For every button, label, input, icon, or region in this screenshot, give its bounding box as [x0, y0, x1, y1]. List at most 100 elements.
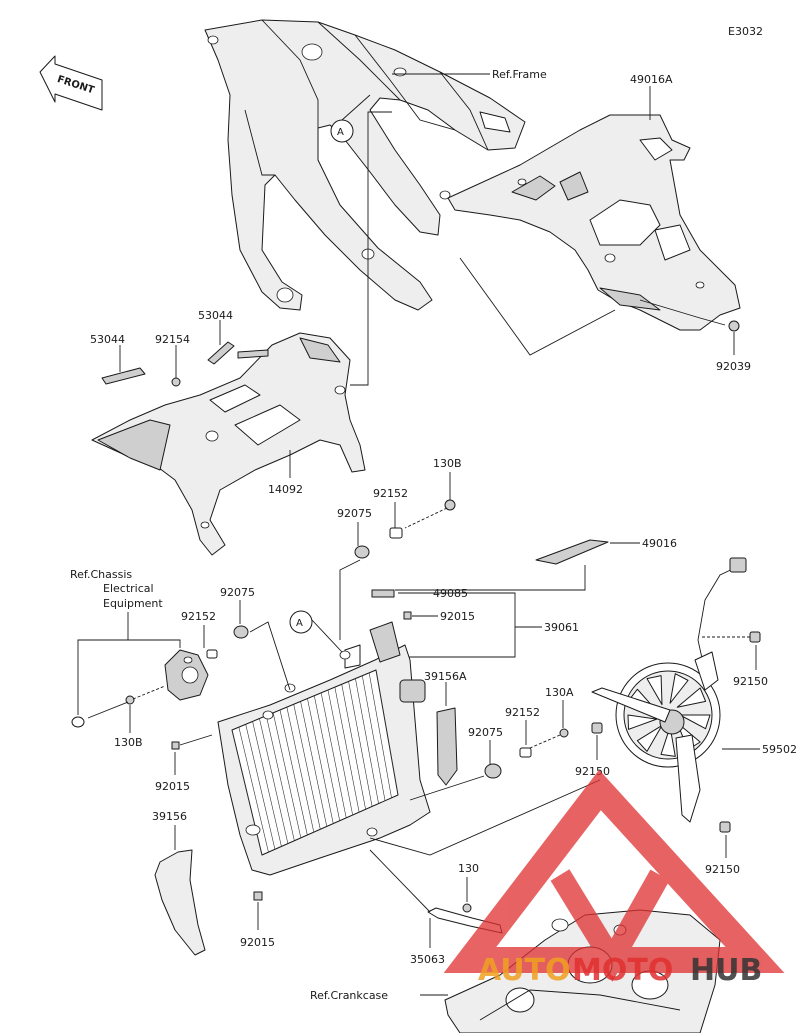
label-92150-a: 92150 — [733, 675, 768, 688]
radiator-fin — [334, 687, 360, 813]
radiator-fin — [272, 712, 302, 838]
diagram-code: E3032 — [728, 25, 763, 38]
fan-blade — [679, 714, 711, 730]
radiator-fin — [327, 689, 353, 816]
side-cover-39156 — [154, 849, 206, 956]
label-49085: 49085 — [433, 587, 468, 600]
fan-blade — [660, 726, 676, 757]
leader-bracket-rad — [369, 849, 431, 913]
label-49016a: 49016A — [630, 73, 673, 86]
fan-blade — [627, 714, 658, 730]
bracket-39061 — [398, 592, 516, 658]
label-130: 130 — [458, 862, 479, 875]
ref-frame: Ref.Frame — [492, 68, 547, 81]
label-92039: 92039 — [716, 360, 751, 373]
label-92075-top: 92075 — [337, 507, 372, 520]
label-39156a: 39156A — [424, 670, 467, 683]
reservoir-bracket — [164, 649, 209, 701]
label-39061: 39061 — [544, 621, 579, 634]
radiator-fin — [259, 718, 289, 844]
leader-grommet-mid-rad — [409, 775, 485, 801]
watermark-m-icon — [550, 869, 670, 982]
fan-blade — [646, 675, 663, 706]
bolt-130b-top — [404, 499, 456, 529]
leader-fan-rad — [369, 779, 601, 856]
fan-blade — [676, 687, 707, 708]
leader-grommet-left-rad — [249, 621, 291, 691]
leader-callout-a — [341, 94, 371, 121]
ref-crankcase: Ref.Crankcase — [310, 989, 388, 1002]
radiator-fin — [245, 724, 276, 850]
radiator-fin — [293, 704, 321, 830]
radiator-fin — [300, 701, 328, 827]
leader-shroud-frame — [459, 257, 616, 356]
fan-connector-icon — [729, 557, 747, 573]
leader-grommet-rad — [339, 559, 361, 640]
air-duct-14092 — [91, 332, 366, 556]
callout-a-upper: A — [330, 119, 354, 143]
radiator-fin — [375, 669, 399, 796]
cap-49085 — [371, 589, 395, 598]
label-92152-left: 92152 — [181, 610, 216, 623]
label-92015-left: 92015 — [155, 780, 190, 793]
label-35063: 35063 — [410, 953, 445, 966]
strip-53044-left — [101, 367, 146, 385]
watermark-auto: AUTO — [478, 953, 571, 988]
watermark-hub: HUB — [690, 953, 762, 988]
svg-text:A: A — [296, 618, 303, 629]
watermark-logo — [443, 769, 785, 982]
radiator-fin — [238, 727, 269, 853]
radiator-fin — [368, 672, 392, 798]
radiator-fin — [307, 698, 334, 824]
bolt-92150-b — [591, 722, 603, 734]
bolt-92150-a — [700, 631, 761, 643]
leader-chassis — [77, 612, 181, 715]
bolt-92039 — [728, 320, 740, 332]
grommet-92075-top — [354, 545, 370, 559]
leader-clip-left-rad — [179, 734, 213, 746]
collar-92152-top — [389, 527, 403, 539]
label-53044-right: 53044 — [198, 309, 233, 322]
svg-text:A: A — [337, 127, 344, 138]
radiator-assembly — [217, 621, 431, 876]
shroud-49016a — [447, 114, 741, 331]
leader-grommet-bolt — [87, 701, 129, 719]
label-92075-left: 92075 — [220, 586, 255, 599]
ref-chassis-1: Ref.Chassis — [70, 568, 132, 581]
label-130a: 130A — [545, 686, 574, 699]
pad-49016 — [535, 539, 609, 565]
clip-92015-bottom — [253, 891, 263, 901]
label-59502: 59502 — [762, 743, 797, 756]
bolt-130 — [462, 903, 472, 913]
grommet-92075-mid — [484, 763, 502, 779]
label-130b-left: 130B — [114, 736, 143, 749]
radiator-fin — [361, 675, 386, 801]
bolt-130a — [529, 728, 569, 749]
label-92015-top: 92015 — [440, 610, 475, 623]
radiator-fin — [313, 695, 341, 821]
label-92152-top: 92152 — [373, 487, 408, 500]
clip-92015-top — [403, 611, 412, 620]
front-arrow-icon: FRONT — [39, 55, 103, 111]
label-92015-bottom: 92015 — [240, 936, 275, 949]
leader-duct-frame — [350, 111, 392, 386]
label-49016: 49016 — [642, 537, 677, 550]
collar-92152-mid — [519, 747, 532, 758]
label-92154: 92154 — [155, 333, 190, 346]
clip-92015-left — [171, 741, 180, 750]
ref-chassis-2: Electrical — [103, 582, 154, 595]
label-130b-top: 130B — [433, 457, 462, 470]
radiator-fin — [320, 692, 347, 818]
bolt-92150-c — [719, 821, 731, 833]
collar-92152-left — [206, 649, 218, 659]
radiator-fin — [286, 707, 315, 833]
leader-callout-a-lower — [311, 619, 343, 653]
label-92075-mid: 92075 — [468, 726, 503, 739]
grommet-left — [71, 716, 85, 728]
fan-blade — [636, 724, 663, 752]
label-14092: 14092 — [268, 483, 303, 496]
frame-drawing — [204, 19, 526, 311]
strip-53044-right — [207, 341, 269, 365]
